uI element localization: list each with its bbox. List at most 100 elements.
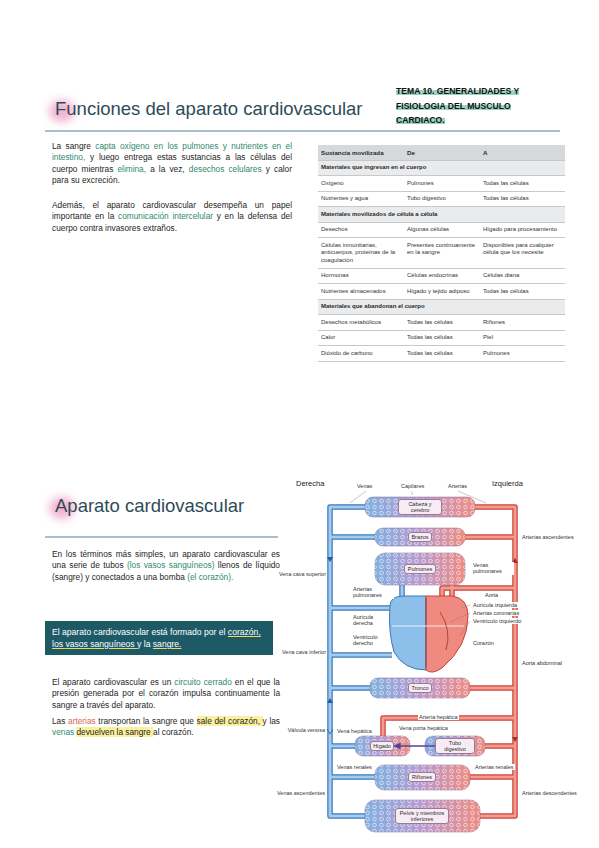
text-run: por bbox=[204, 627, 219, 637]
text-run: de bbox=[243, 560, 256, 570]
table-cell: Calor bbox=[318, 330, 404, 346]
text-run: sangre. bbox=[153, 639, 182, 649]
organ-box: Hígado bbox=[370, 741, 395, 751]
valve-symbol bbox=[327, 729, 333, 734]
text-run: el bbox=[247, 677, 257, 687]
table-cell: Hígado para procesamiento bbox=[480, 222, 565, 238]
text-run: que bbox=[180, 716, 196, 726]
text-run: intestino, bbox=[52, 152, 90, 162]
table-row: Dióxido de carbonoTodas las célulasPulmo… bbox=[318, 346, 565, 362]
text-run: aparato bbox=[62, 627, 94, 637]
text-run: sale bbox=[197, 716, 215, 726]
organ-box: Pelvis y miembros inferiores bbox=[395, 808, 449, 824]
text-run: comunicación bbox=[118, 211, 172, 221]
node-text: Tronco bbox=[412, 685, 429, 691]
diagram-label: Vena cava superior bbox=[278, 571, 327, 577]
table-cell: Sustancia movilizada bbox=[318, 145, 404, 160]
text-run: y bbox=[263, 716, 270, 726]
paragraph: Además, el aparato cardiovascular desemp… bbox=[52, 200, 292, 234]
text-run: en bbox=[95, 211, 108, 221]
text-run: que bbox=[257, 677, 274, 687]
text-run: El bbox=[52, 627, 62, 637]
text-run: venas bbox=[52, 727, 76, 737]
table-cell: Tubo digestivo bbox=[404, 191, 480, 207]
table-cell: Todas las células bbox=[480, 191, 565, 207]
text-run: contra bbox=[80, 223, 105, 233]
section-title: Funciones del aparato cardiovascular bbox=[55, 98, 362, 120]
text-run: y bbox=[217, 211, 225, 221]
table-cell: Todas las células bbox=[480, 176, 565, 192]
node-text: Brazos bbox=[411, 534, 428, 540]
side-label: Izquierda bbox=[492, 480, 523, 488]
text-run: cuerpo bbox=[52, 164, 81, 174]
table-cell: Todas las células bbox=[404, 330, 480, 346]
text-run: términos bbox=[80, 549, 116, 559]
text-run: celulares bbox=[228, 164, 265, 174]
text-run: células bbox=[250, 152, 281, 162]
diagram-label: Venas ascendentes bbox=[276, 790, 326, 796]
table-cell: Materiales que abandonan el cuerpo bbox=[318, 299, 565, 315]
table-cell: Piel bbox=[480, 330, 565, 346]
text-run: en bbox=[272, 141, 286, 151]
diagram-label: Arterias pulmonares bbox=[352, 586, 394, 599]
page-header: TEMA 10. GENERALIDADES Y FISIOLOGIA DEL … bbox=[396, 86, 519, 125]
text-run: para bbox=[52, 175, 71, 185]
table-cell: Presentes continuamente en la sangre bbox=[404, 238, 480, 269]
text-run: las bbox=[269, 716, 280, 726]
capillary-mesh bbox=[355, 497, 485, 832]
table-row: OxígenoPulmonesTodas las células bbox=[318, 176, 565, 192]
text-run: oxígeno bbox=[120, 141, 154, 151]
text-run: devuelven bbox=[76, 727, 116, 737]
text-run: la bbox=[274, 688, 280, 698]
text-run: el bbox=[219, 627, 228, 637]
diagram-label: Vena hepática bbox=[336, 728, 373, 734]
text-run: corazón. bbox=[162, 727, 194, 737]
diagram-label: Vena porta hepática bbox=[398, 725, 449, 731]
text-run: el bbox=[92, 200, 106, 210]
text-run: del bbox=[281, 211, 292, 221]
text-run: cardiovascular bbox=[214, 549, 271, 559]
table-cell: Riñones bbox=[480, 315, 565, 331]
text-run: cardiovascular bbox=[94, 627, 152, 637]
text-run: calor bbox=[274, 164, 292, 174]
table-cell: Desechos bbox=[318, 222, 404, 238]
title-rule bbox=[45, 537, 278, 538]
paragraph: En los términos más simples, un aparato … bbox=[52, 549, 280, 583]
text-run: estas bbox=[157, 152, 182, 162]
text-run: mientras bbox=[81, 164, 117, 174]
diagram-label: Venas pulmonares bbox=[472, 562, 514, 575]
table-row: Materiales que abandonan el cuerpo bbox=[318, 299, 565, 315]
text-run: sangre bbox=[66, 141, 96, 151]
text-run: al bbox=[153, 727, 162, 737]
table-row: Desechos metabólicosTodas las célulasRiñ… bbox=[318, 315, 565, 331]
text-run: (sangre) bbox=[52, 572, 85, 582]
text-run: capta bbox=[95, 141, 120, 151]
text-run: Además, bbox=[52, 200, 92, 210]
text-run: excreción. bbox=[82, 175, 120, 185]
table-row: DesechosAlgunas célulasHígado para proce… bbox=[318, 222, 565, 238]
diagram-label: Venas bbox=[356, 483, 373, 489]
text-run: impulsa bbox=[182, 688, 215, 698]
text-run: sangre bbox=[125, 727, 153, 737]
table-cell: Oxígeno bbox=[318, 176, 404, 192]
text-run: (el bbox=[187, 572, 199, 582]
text-run: invasores bbox=[105, 223, 143, 233]
diagram-label: Aurícula izquierda bbox=[472, 602, 518, 608]
text-run: una bbox=[143, 572, 159, 582]
table-row: CalorTodas las célulasPiel bbox=[318, 330, 565, 346]
table-cell: Pulmones bbox=[480, 346, 565, 362]
text-run: desechos bbox=[189, 164, 229, 174]
text-run: En bbox=[52, 549, 66, 559]
text-run: un bbox=[255, 200, 272, 210]
text-run: un bbox=[162, 677, 174, 687]
table-cell: Desechos metabólicos bbox=[318, 315, 404, 331]
text-run: simples, bbox=[135, 549, 169, 559]
text-run: está bbox=[151, 627, 170, 637]
text-run: más bbox=[116, 549, 135, 559]
text-run: sangre bbox=[152, 716, 180, 726]
diagram-label: Arterias renales bbox=[474, 764, 515, 770]
text-run: luego bbox=[99, 152, 124, 162]
diagram-label: Aorta bbox=[484, 592, 499, 598]
text-run: extraños. bbox=[143, 223, 177, 233]
